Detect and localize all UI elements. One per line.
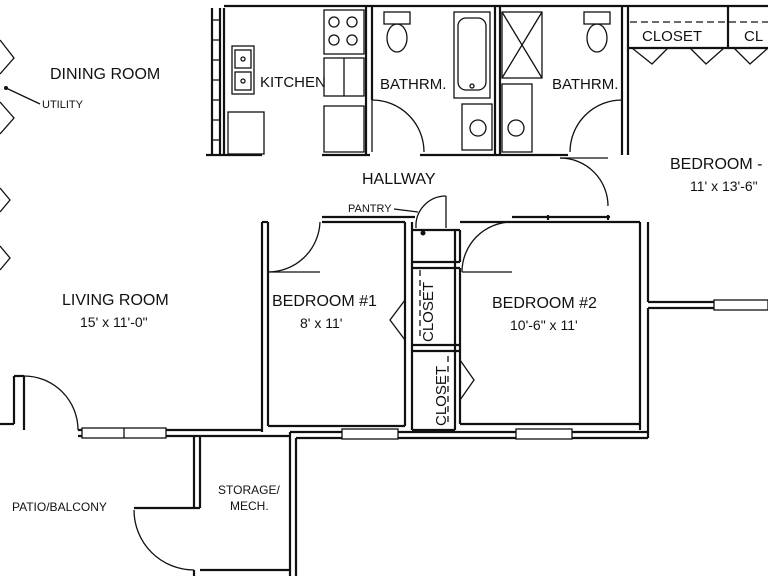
pantry-label: PANTRY (348, 203, 392, 215)
storage-label-line1: STORAGE/ (218, 483, 280, 497)
living-room-size: 15' x 11'-0" (80, 314, 148, 330)
left-bifold-doors (0, 39, 41, 271)
hallway-label: HALLWAY (362, 171, 436, 188)
dining-room-label: DINING ROOM (50, 66, 160, 83)
kitchen-fixtures (227, 9, 365, 155)
door-swings (23, 99, 623, 571)
bath2-label: BATHRM. (552, 76, 618, 93)
bedroom1-size: 8' x 11' (300, 315, 342, 331)
living-room-label: LIVING ROOM (62, 292, 169, 309)
kitchen-label: KITCHEN (260, 74, 326, 91)
bedroom2-size: 10'-6" x 11' (510, 317, 578, 333)
closet-top2-label: CL (744, 28, 763, 45)
closet-top1-label: CLOSET (642, 28, 702, 45)
bedroom3-size: 11' x 13'-6" (690, 178, 758, 194)
walls (0, 4, 768, 576)
bedroom1-closet-label: CLOSET (420, 282, 437, 342)
bedroom1-label: BEDROOM #1 (272, 293, 377, 310)
bath1-label: BATHRM. (380, 76, 446, 93)
bedroom2-label: BEDROOM #2 (492, 295, 597, 312)
patio-label: PATIO/BALCONY (12, 500, 107, 514)
bedroom2-closet-label: CLOSET (433, 366, 450, 426)
windows (81, 299, 768, 440)
top-closet-doors (631, 47, 768, 65)
utility-label: UTILITY (42, 99, 84, 111)
storage-label-line2: MECH. (230, 499, 269, 513)
bath-fixtures (383, 11, 611, 153)
bedroom3-label: BEDROOM - (670, 156, 762, 173)
